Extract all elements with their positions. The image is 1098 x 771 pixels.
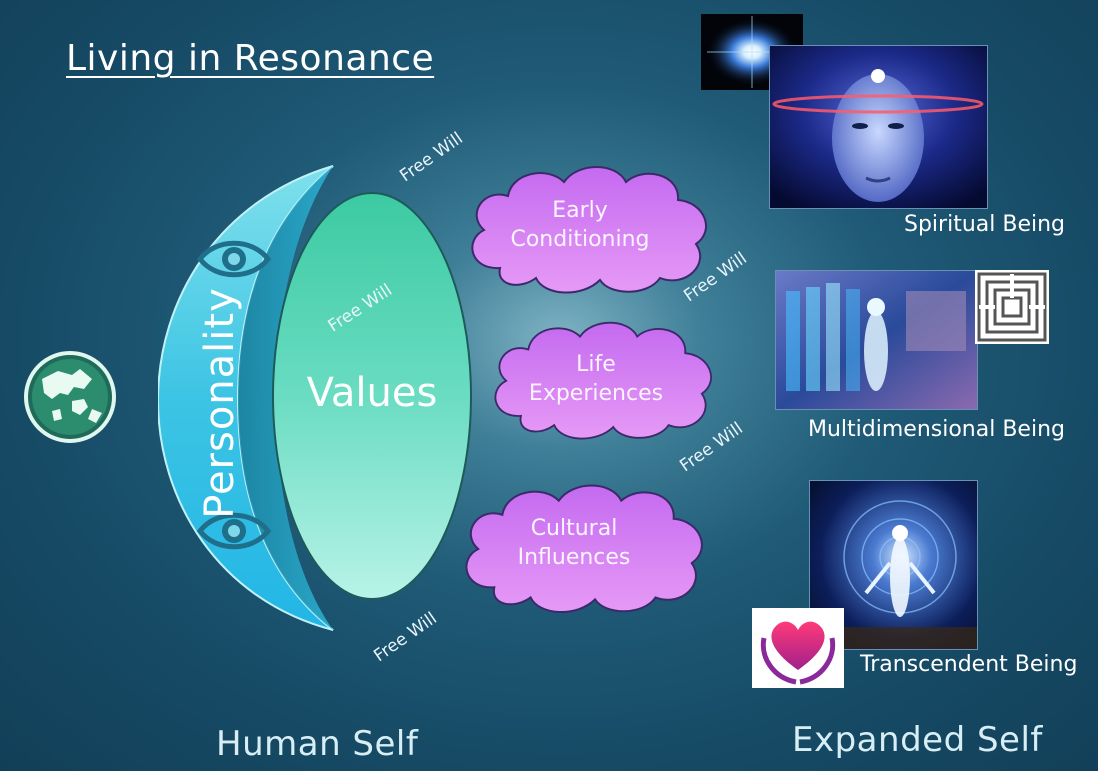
transcendent-being-image [809, 480, 978, 650]
globe-icon [24, 351, 116, 443]
cloud-cultural-influences [465, 484, 703, 614]
cloud-line: Conditioning [510, 227, 650, 252]
human-self-label: Human Self [216, 724, 419, 764]
personality-crescent [158, 165, 334, 631]
cloud-line: Experiences [528, 381, 664, 406]
heart-hands-icon [752, 608, 844, 688]
free-will-label: Free Will [396, 128, 467, 187]
free-will-label: Free Will [370, 608, 441, 667]
being-caption: Multidimensional Being [808, 417, 1065, 442]
cloud-line: Early [552, 198, 608, 223]
cloud-line: Life [576, 352, 616, 377]
cloud-early-conditioning [471, 166, 707, 294]
maze-image [975, 270, 1049, 344]
expanded-self-label: Expanded Self [792, 720, 1043, 760]
cloud-life-experiences [494, 321, 712, 440]
values-oval [272, 192, 472, 600]
being-caption: Transcendent Being [860, 652, 1078, 677]
being-caption: Spiritual Being [904, 212, 1066, 237]
values-label: Values [306, 370, 438, 416]
personality-label: Personality [197, 287, 243, 519]
multidimensional-being-image [775, 270, 978, 410]
eye-icon [196, 240, 272, 278]
cloud-line: Influences [517, 545, 631, 570]
spiritual-being-image [769, 45, 988, 209]
eye-icon [196, 512, 272, 550]
cloud-line: Cultural [530, 516, 618, 541]
page-title: Living in Resonance [66, 38, 435, 79]
